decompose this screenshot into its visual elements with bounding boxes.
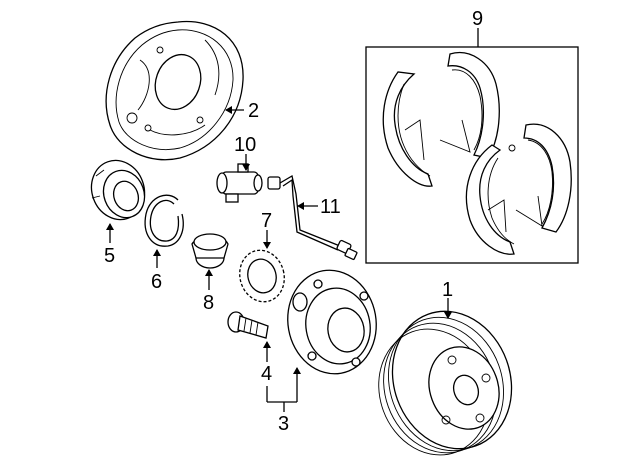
callout-3: 3 [278,413,289,435]
callout-9: 9 [472,8,483,30]
leader-lines [106,28,479,412]
dust-boot [191,233,229,269]
abs-tone-ring [239,249,285,303]
brake-shoe-lower-left [465,144,516,255]
brake-shoe-upper-right [439,52,500,159]
callout-4: 4 [261,363,272,385]
brake-line [267,174,358,261]
wheel-bearing [90,159,146,221]
backing-plate [105,20,244,161]
brake-shoe-lower-right [515,123,572,233]
callout-1: 1 [442,279,453,301]
brake-drum [378,310,513,456]
callout-2: 2 [248,100,259,122]
callout-10: 10 [234,134,256,156]
callout-5: 5 [104,245,115,267]
brake-shoe-upper-left [382,71,433,187]
shoe-kit-frame [365,46,579,264]
wheel-hub [287,269,377,375]
callout-6: 6 [151,271,162,293]
hub-bolt [227,311,269,339]
wheel-cylinder [216,163,263,203]
callout-7: 7 [261,210,272,232]
snap-ring [144,194,184,247]
callout-11: 11 [320,196,341,218]
callout-8: 8 [203,292,214,314]
callout-labels: 1 2 3 4 5 6 7 8 9 10 11 [104,8,483,435]
